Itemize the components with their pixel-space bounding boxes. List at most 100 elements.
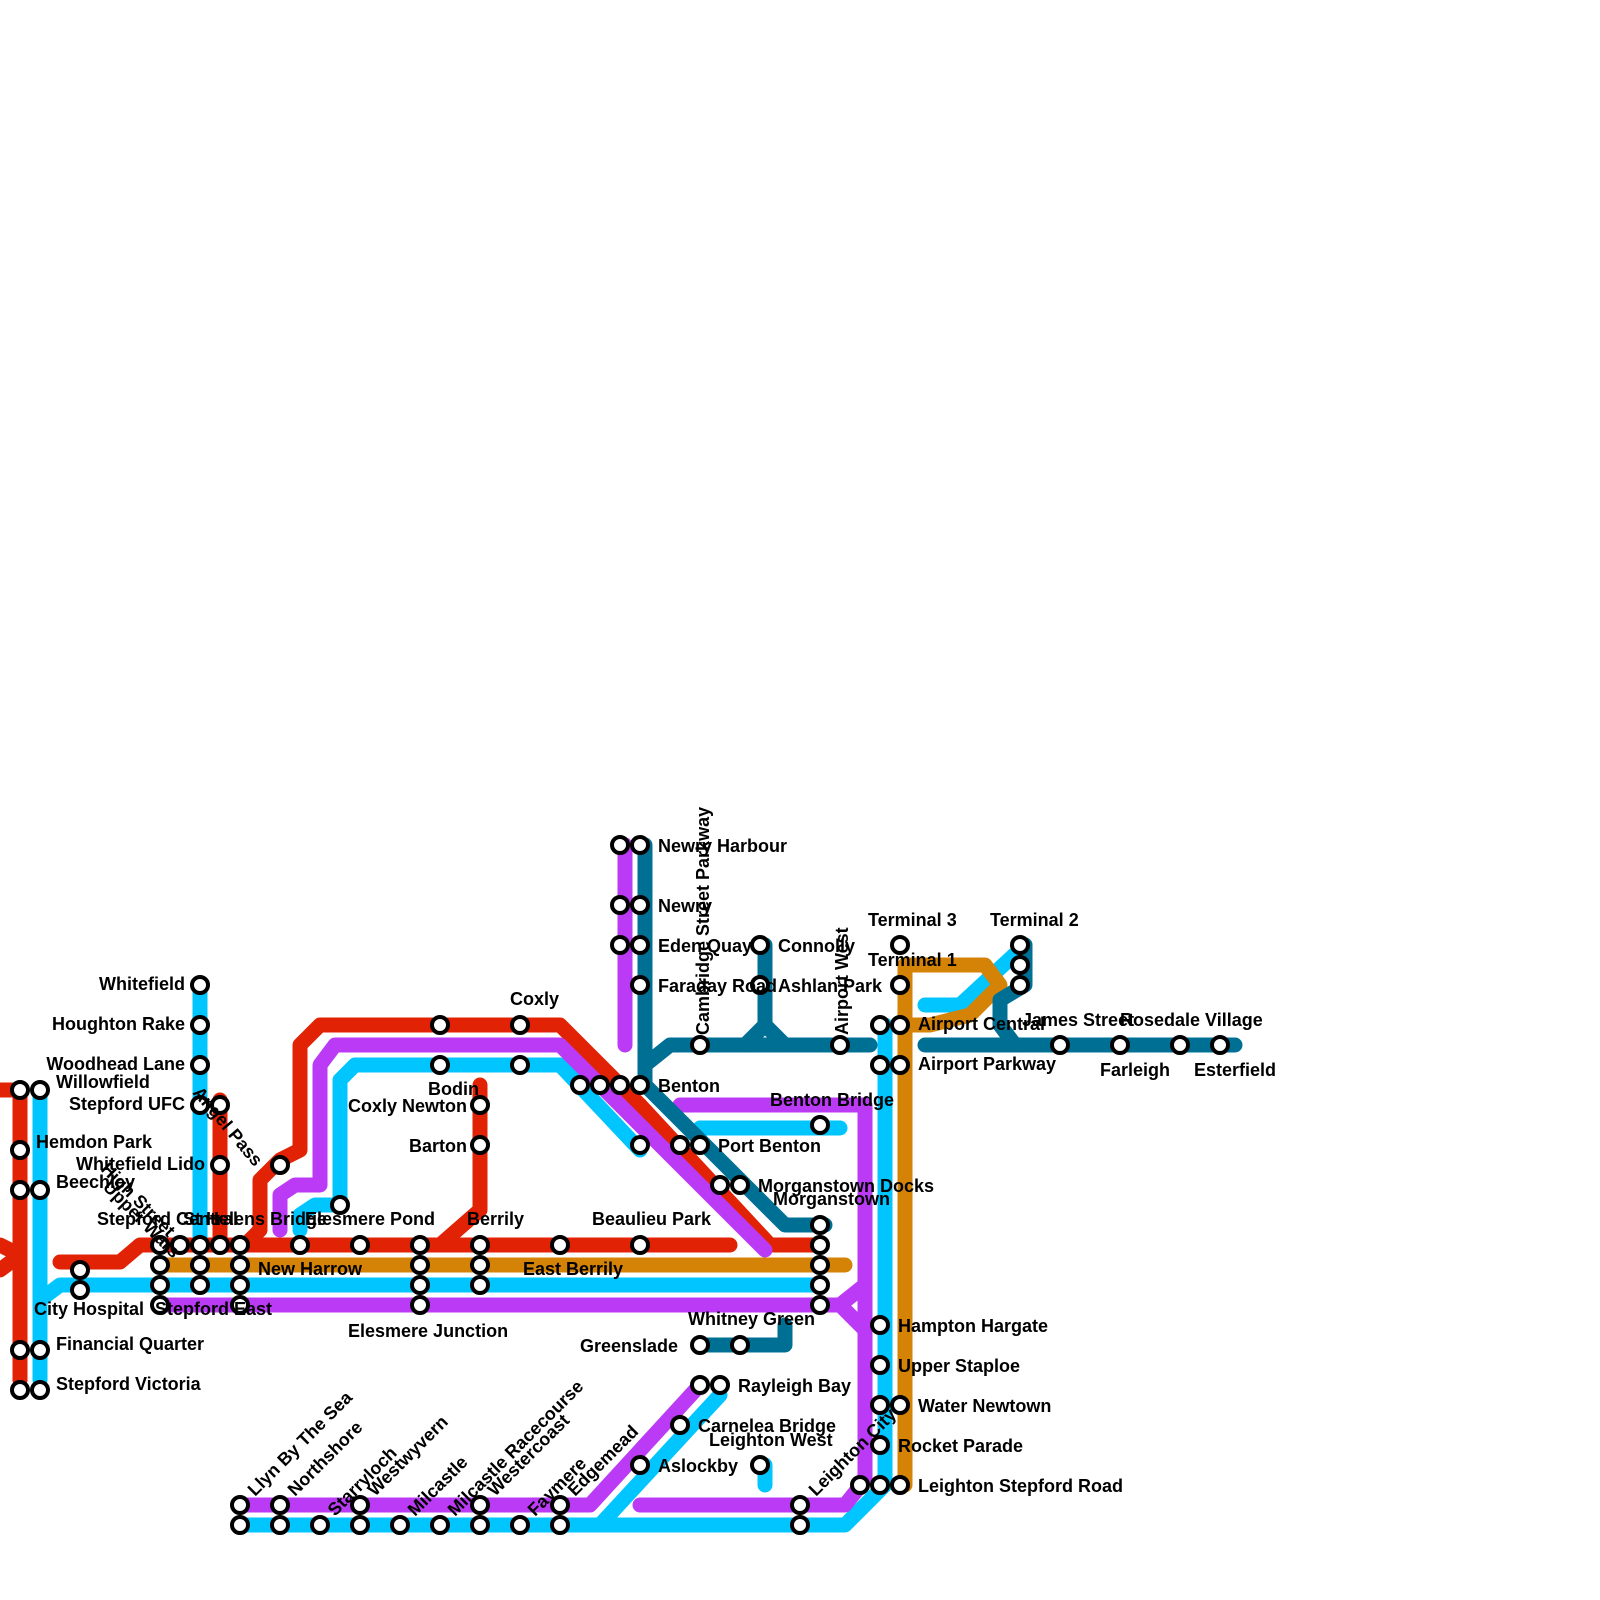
station-label: Terminal 2 [990,910,1079,930]
station-marker [732,1177,748,1193]
station-label: Newry Harbour [658,836,787,856]
station-marker [32,1182,48,1198]
station-marker [672,1417,688,1433]
station-label: Stepford Victoria [56,1374,202,1394]
station-marker [1012,957,1028,973]
station-marker [1052,1037,1068,1053]
station-label: Ashlan Park [778,976,883,996]
station-label: Willowfield [56,1072,150,1092]
station-marker [812,1277,828,1293]
route-line-red [0,1090,20,1380]
station-marker [432,1017,448,1033]
station-label: Woodhead Lane [46,1054,185,1074]
station-marker [732,1337,748,1353]
station-label: Whitefield Lido [76,1154,205,1174]
station-label: Airport West [832,927,852,1035]
station-label: Port Benton [718,1136,821,1156]
station-label: Farleigh [1100,1060,1170,1080]
station-label: Water Newtown [918,1396,1051,1416]
station-label: East Berrily [523,1259,623,1279]
station-label: Berrily [467,1209,524,1229]
station-marker [12,1082,28,1098]
station-marker [12,1182,28,1198]
station-marker [192,1057,208,1073]
station-marker [32,1342,48,1358]
station-marker [752,937,768,953]
station-marker [692,1377,708,1393]
station-label: Greenslade [580,1336,678,1356]
station-marker [632,977,648,993]
station-marker [632,1077,648,1093]
station-marker [552,1517,568,1533]
station-label: Whitefield [99,974,185,994]
station-marker [792,1517,808,1533]
station-marker [412,1297,428,1313]
station-marker [572,1077,588,1093]
station-label: Coxly [510,989,559,1009]
station-marker [672,1137,688,1153]
station-marker [1012,937,1028,953]
station-marker [432,1057,448,1073]
station-marker [32,1082,48,1098]
station-label: Rocket Parade [898,1436,1023,1456]
station-marker [12,1382,28,1398]
station-marker [712,1177,728,1193]
station-marker [472,1237,488,1253]
station-marker [872,1477,888,1493]
station-label: Houghton Rake [52,1014,185,1034]
station-marker [472,1257,488,1273]
station-marker [472,1137,488,1153]
station-label: Benton [658,1076,720,1096]
station-marker [692,1037,708,1053]
station-marker [412,1237,428,1253]
station-marker [612,1077,628,1093]
station-marker [192,1277,208,1293]
station-marker [412,1257,428,1273]
station-marker [872,1317,888,1333]
station-marker [872,1357,888,1373]
station-marker [412,1277,428,1293]
station-label: Airport Parkway [918,1054,1056,1074]
station-marker [1012,977,1028,993]
station-label: Leighton Stepford Road [918,1476,1123,1496]
station-label: Esterfield [1194,1060,1276,1080]
station-label: Financial Quarter [56,1334,204,1354]
station-marker [812,1257,828,1273]
station-label: Stepford East [155,1299,272,1319]
station-marker [192,977,208,993]
station-label: Aslockby [658,1456,738,1476]
station-label: Terminal 3 [868,910,957,930]
station-marker [632,837,648,853]
station-marker [192,1257,208,1273]
station-marker [852,1477,868,1493]
station-marker [752,1457,768,1473]
station-marker [612,837,628,853]
station-marker [592,1077,608,1093]
station-label: Leighton West [709,1430,833,1450]
station-marker [512,1017,528,1033]
station-marker [512,1057,528,1073]
station-marker [312,1517,328,1533]
station-label: Barton [409,1136,467,1156]
station-marker [692,1137,708,1153]
station-marker [12,1142,28,1158]
station-marker [892,977,908,993]
station-marker [552,1237,568,1253]
station-label: New Harrow [258,1259,363,1279]
station-marker [1172,1037,1188,1053]
station-marker [392,1517,408,1533]
station-marker [152,1277,168,1293]
station-marker [232,1257,248,1273]
station-marker [432,1517,448,1533]
station-marker [892,1017,908,1033]
station-marker [352,1517,368,1533]
station-marker [612,937,628,953]
station-marker [872,1057,888,1073]
station-marker [1112,1037,1128,1053]
station-label: Morganstown [773,1189,890,1209]
station-label: Beaulieu Park [592,1209,712,1229]
station-label: Terminal 1 [868,950,957,970]
station-marker [232,1277,248,1293]
